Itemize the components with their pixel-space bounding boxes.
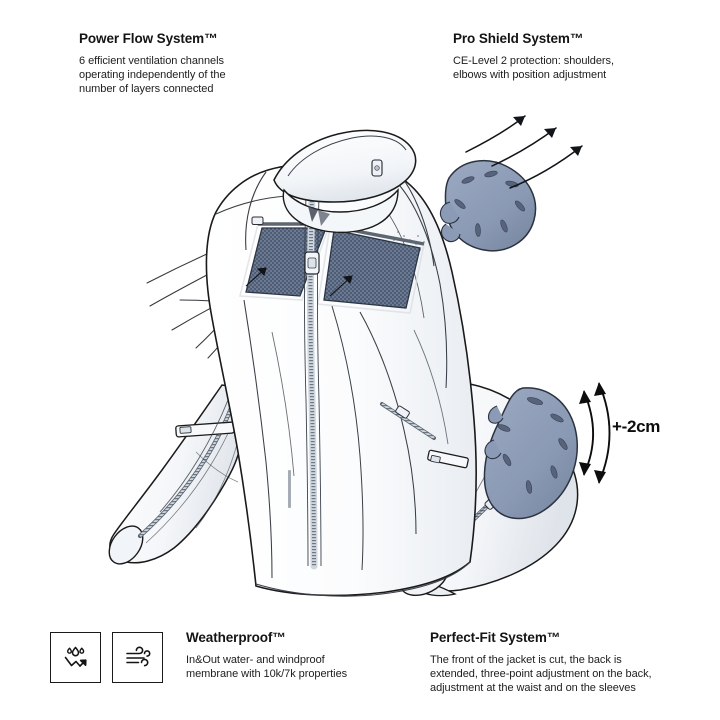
right-sleeve [392,383,579,597]
chest-vent-panel-left [238,223,332,301]
brand-tag [288,470,291,508]
front-zipper [304,192,322,570]
callout-perfect-fit-system: Perfect-Fit System™ The front of the jac… [430,630,652,696]
callout-body-line: In&Out water- and windproof [186,654,325,666]
adjustment-arrow [579,382,611,484]
callout-body-line: elbows with position adjustment [453,69,607,82]
waist-adjustment-strap [427,449,469,469]
callout-body-line: operating independently of the [79,69,226,82]
callout-title: Power Flow System™ [79,31,218,46]
water-repellent-icon [50,632,101,683]
collar [273,129,417,233]
callout-body-line: The front of the jacket is cut, the back… [430,654,622,666]
callout-body-line: adjustment at the waist and on the sleev… [430,682,636,695]
callout-power-flow-system: Power Flow System™ 6 efficient ventilati… [79,31,226,97]
callout-pro-shield-system: Pro Shield System™ CE-Level 2 protection… [453,31,614,82]
airflow-exhaust-arrows [465,115,583,189]
callout-body-line: CE-Level 2 protection: shoulders, [453,55,614,67]
vent-arrow-marks [245,267,353,297]
callout-body-line: extended, three-point adjustment on the … [430,668,652,681]
callout-title: Perfect-Fit System™ [430,630,561,645]
airflow-intake-lines [146,225,301,369]
feature-icon-row [50,632,163,683]
pocket-zipper [380,402,436,440]
jacket-body [205,129,477,597]
shoulder-protector [439,159,537,252]
callout-title: Pro Shield System™ [453,31,584,46]
windproof-icon [112,632,163,683]
chest-vent-panel-right [317,225,425,314]
perforation-texture [389,231,425,261]
elbow-protector [483,387,578,520]
callout-title: Weatherproof™ [186,630,286,645]
callout-weatherproof: Weatherproof™ In&Out water- and windproo… [186,630,347,681]
callout-body-line: number of layers connected [79,83,214,96]
callout-body-line: membrane with 10k/7k properties [186,668,348,681]
callout-body: CE-Level 2 protection: shoulders, elbows… [453,54,614,82]
callout-body-line: 6 efficient ventilation channels [79,55,224,67]
callout-body: In&Out water- and windproof membrane wit… [186,653,347,681]
callout-body: 6 efficient ventilation channels operati… [79,54,226,97]
left-sleeve [108,384,247,565]
adjustment-range-label: +-2cm [612,417,661,436]
callout-body: The front of the jacket is cut, the back… [430,653,652,696]
